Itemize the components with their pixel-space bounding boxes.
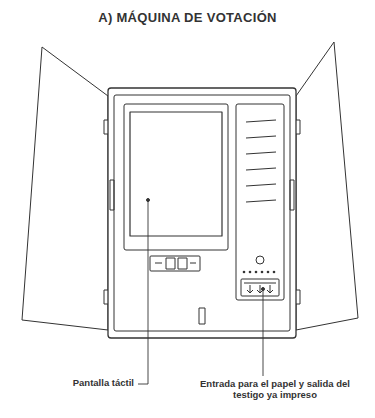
touch-screen — [130, 112, 222, 236]
left-privacy-wing — [22, 47, 108, 330]
diagram-title: A) MÁQUINA DE VOTACIÓN — [10, 10, 365, 25]
printer-panel — [236, 104, 284, 300]
touch-screen-frame — [124, 104, 228, 250]
part-label: Pantalla táctil — [40, 378, 134, 389]
machine-body — [108, 88, 296, 338]
leader-line — [138, 200, 148, 384]
paper-slot — [241, 279, 279, 296]
leader-line — [263, 289, 264, 376]
right-privacy-wing — [296, 42, 358, 330]
part-label: Entrada para el papel y salida del testi… — [200, 379, 350, 401]
